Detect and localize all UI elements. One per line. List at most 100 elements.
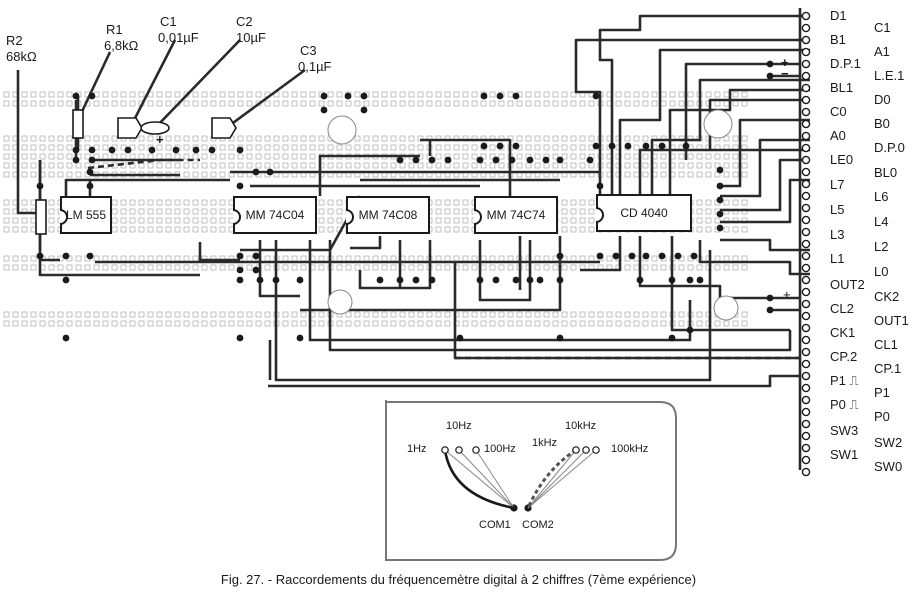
solder-dot [320, 92, 328, 100]
breadboard-hole [408, 320, 415, 327]
breadboard-hole [48, 135, 55, 142]
breadboard-hole [111, 264, 118, 271]
breadboard-hole [732, 153, 739, 160]
solder-dot [72, 92, 80, 100]
breadboard-hole [480, 264, 487, 271]
breadboard-hole [219, 162, 226, 169]
solder-dot [624, 142, 632, 150]
solder-dot [716, 224, 724, 232]
breadboard-hole [543, 311, 550, 318]
wire [670, 236, 790, 332]
breadboard-hole [57, 162, 64, 169]
r1-name: R1 [106, 22, 123, 37]
breadboard-hole [741, 153, 748, 160]
trim-pot [327, 289, 353, 315]
breadboard-hole [471, 311, 478, 318]
breadboard-hole [66, 100, 73, 107]
breadboard-hole [534, 264, 541, 271]
breadboard-hole [570, 144, 577, 151]
solder-dot [412, 156, 420, 164]
breadboard-hole [219, 144, 226, 151]
breadboard-hole [111, 311, 118, 318]
breadboard-hole [453, 144, 460, 151]
solder-dot [62, 334, 70, 342]
breadboard-hole [210, 91, 217, 98]
connector-label-ck2: CK2 [874, 289, 900, 304]
breadboard-hole [138, 91, 145, 98]
wire [574, 38, 810, 196]
breadboard-hole [147, 208, 154, 215]
connector-pin [801, 251, 811, 261]
breadboard-hole [444, 255, 451, 262]
wire [598, 14, 810, 196]
solder-dot [36, 182, 44, 190]
breadboard-hole [66, 264, 73, 271]
breadboard-hole [21, 162, 28, 169]
solder-dot [674, 252, 682, 260]
solder-dot [612, 252, 620, 260]
breadboard-hole [246, 255, 253, 262]
trim-pot [327, 115, 357, 145]
breadboard-hole [75, 162, 82, 169]
breadboard-hole [192, 264, 199, 271]
breadboard-hole [102, 255, 109, 262]
breadboard-hole [327, 199, 334, 206]
breadboard-hole [570, 100, 577, 107]
breadboard-hole [543, 91, 550, 98]
connector-pin [801, 287, 811, 297]
solder-dot [592, 92, 600, 100]
solder-dot [556, 334, 564, 342]
breadboard-hole [678, 100, 685, 107]
breadboard-hole [210, 226, 217, 233]
breadboard-hole [390, 91, 397, 98]
connector-label-sw0: SW0 [874, 459, 903, 474]
breadboard-hole [462, 208, 469, 215]
breadboard-hole [462, 311, 469, 318]
breadboard-hole [498, 100, 505, 107]
r1-value: 6,8kΩ [104, 38, 139, 53]
breadboard-hole [543, 100, 550, 107]
breadboard-hole [507, 100, 514, 107]
breadboard-hole [291, 162, 298, 169]
breadboard-hole [66, 320, 73, 327]
breadboard-hole [318, 199, 325, 206]
breadboard-hole [579, 135, 586, 142]
breadboard-hole [543, 162, 550, 169]
breadboard-hole [660, 153, 667, 160]
breadboard-hole [732, 264, 739, 271]
breadboard-hole [165, 162, 172, 169]
breadboard-hole [264, 162, 271, 169]
breadboard-hole [246, 264, 253, 271]
breadboard-hole [345, 311, 352, 318]
breadboard-hole [417, 264, 424, 271]
breadboard-hole [93, 100, 100, 107]
connector-label-sw2: SW2 [874, 435, 903, 450]
breadboard-hole [282, 255, 289, 262]
breadboard-hole [444, 144, 451, 151]
breadboard-hole [21, 135, 28, 142]
breadboard-hole [138, 153, 145, 160]
breadboard-hole [156, 226, 163, 233]
breadboard-hole [57, 100, 64, 107]
solder-dot [36, 252, 44, 260]
breadboard-hole [534, 162, 541, 169]
breadboard-hole [237, 162, 244, 169]
breadboard-hole [138, 264, 145, 271]
breadboard-hole [192, 100, 199, 107]
solder-dot [536, 276, 544, 284]
breadboard-hole [174, 208, 181, 215]
breadboard-hole [336, 217, 343, 224]
wire [580, 236, 622, 272]
solder-dot [72, 156, 80, 164]
breadboard-hole [282, 153, 289, 160]
breadboard-hole [165, 199, 172, 206]
solder-dot [256, 276, 264, 284]
breadboard-hole [30, 311, 37, 318]
breadboard-hole [336, 264, 343, 271]
wire [198, 242, 240, 262]
breadboard-hole [444, 208, 451, 215]
breadboard-hole [138, 208, 145, 215]
breadboard-hole [624, 153, 631, 160]
breadboard-hole [21, 144, 28, 151]
breadboard-hole [264, 320, 271, 327]
